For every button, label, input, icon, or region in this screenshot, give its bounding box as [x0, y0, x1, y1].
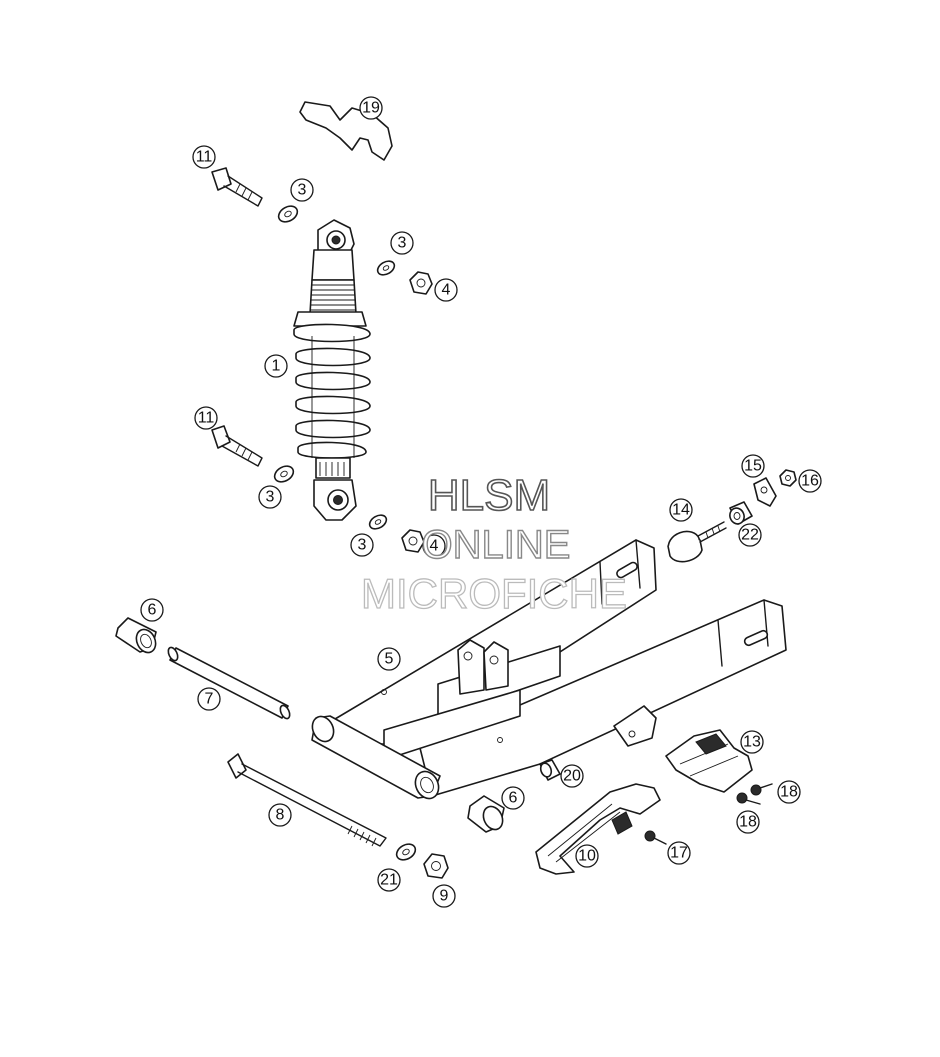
- part-9-nut: [423, 853, 449, 879]
- part-17-screw: [644, 830, 667, 845]
- callout-21: 21: [377, 868, 401, 892]
- part-5-swingarm: [311, 539, 787, 800]
- part-18-screw-b: [736, 792, 761, 805]
- callout-11-lower: 11: [194, 406, 218, 430]
- watermark-line-2: ONLINE: [422, 523, 571, 567]
- svg-text:17: 17: [670, 845, 688, 862]
- svg-text:16: 16: [801, 473, 819, 490]
- svg-text:8: 8: [276, 807, 285, 824]
- svg-text:4: 4: [430, 538, 439, 555]
- part-7-pivot-tube: [167, 646, 291, 720]
- part-22-spacer: [729, 501, 753, 525]
- watermark: HLSM ONLINE MICROFICHE: [360, 470, 627, 617]
- svg-text:18: 18: [780, 784, 798, 801]
- svg-text:19: 19: [362, 100, 380, 117]
- part-21-washer: [395, 843, 417, 861]
- callout-5: 5: [377, 647, 401, 671]
- svg-text:10: 10: [578, 848, 596, 865]
- svg-text:6: 6: [148, 602, 157, 619]
- callout-11-top: 11: [192, 145, 216, 169]
- svg-text:5: 5: [385, 651, 394, 668]
- svg-text:3: 3: [266, 489, 275, 506]
- part-11-lower-bolt: [211, 425, 263, 467]
- svg-text:22: 22: [741, 527, 759, 544]
- part-14-rubber-buffer: [667, 521, 727, 563]
- callout-15: 15: [741, 454, 765, 478]
- svg-text:13: 13: [743, 734, 761, 751]
- svg-text:21: 21: [380, 872, 398, 889]
- part-13-chain-guard: [665, 729, 753, 793]
- svg-text:4: 4: [442, 282, 451, 299]
- svg-text:14: 14: [672, 502, 690, 519]
- callout-4-lower: 4: [422, 534, 446, 558]
- part-3-washer-b: [376, 260, 396, 276]
- callout-10: 10: [575, 844, 599, 868]
- callout-18-b: 18: [736, 810, 760, 834]
- callout-3-a: 3: [290, 178, 314, 202]
- callout-3-c: 3: [258, 485, 282, 509]
- part-11-upper-bolt: [211, 167, 263, 207]
- part-6-bushing-left: [115, 617, 157, 654]
- part-16-small-nut: [779, 469, 797, 487]
- callout-19: 19: [359, 96, 383, 120]
- part-15-bracket: [753, 477, 777, 507]
- callout-17: 17: [667, 841, 691, 865]
- callout-18-a: 18: [777, 780, 801, 804]
- svg-text:20: 20: [563, 768, 581, 785]
- part-10-chain-slider: [535, 783, 661, 875]
- callout-7: 7: [197, 687, 221, 711]
- callout-4-top: 4: [434, 278, 458, 302]
- svg-text:18: 18: [739, 814, 757, 831]
- svg-text:15: 15: [744, 458, 762, 475]
- svg-text:3: 3: [398, 235, 407, 252]
- svg-text:1: 1: [272, 358, 281, 375]
- callout-6-right: 6: [501, 786, 525, 810]
- svg-text:6: 6: [509, 790, 518, 807]
- svg-text:3: 3: [358, 537, 367, 554]
- part-8-pivot-bolt: [227, 753, 387, 847]
- watermark-line-1: HLSM: [428, 471, 550, 520]
- callout-3-d: 3: [350, 533, 374, 557]
- callout-20: 20: [560, 764, 584, 788]
- part-3-washer-a: [277, 205, 299, 223]
- svg-text:11: 11: [196, 149, 213, 166]
- part-6-bushing-right: [467, 795, 505, 833]
- part-18-screw-a: [750, 783, 773, 796]
- watermark-line-3: MICROFICHE: [361, 570, 627, 617]
- svg-text:7: 7: [205, 691, 214, 708]
- callout-9: 9: [432, 884, 456, 908]
- svg-text:11: 11: [198, 410, 215, 427]
- part-3-washer-d: [368, 514, 388, 530]
- part-3-washer-c: [273, 465, 295, 483]
- part-1-shock-absorber: [293, 219, 371, 521]
- part-4-upper-nut: [409, 271, 433, 295]
- callout-6-left: 6: [140, 598, 164, 622]
- svg-text:3: 3: [298, 182, 307, 199]
- callout-22: 22: [738, 523, 762, 547]
- svg-text:9: 9: [440, 888, 449, 905]
- callout-3-b: 3: [390, 231, 414, 255]
- callout-16: 16: [798, 469, 822, 493]
- callout-13: 13: [740, 730, 764, 754]
- callout-14: 14: [669, 498, 693, 522]
- callout-1: 1: [264, 354, 288, 378]
- callout-8: 8: [268, 803, 292, 827]
- part-20-sleeve: [539, 759, 561, 781]
